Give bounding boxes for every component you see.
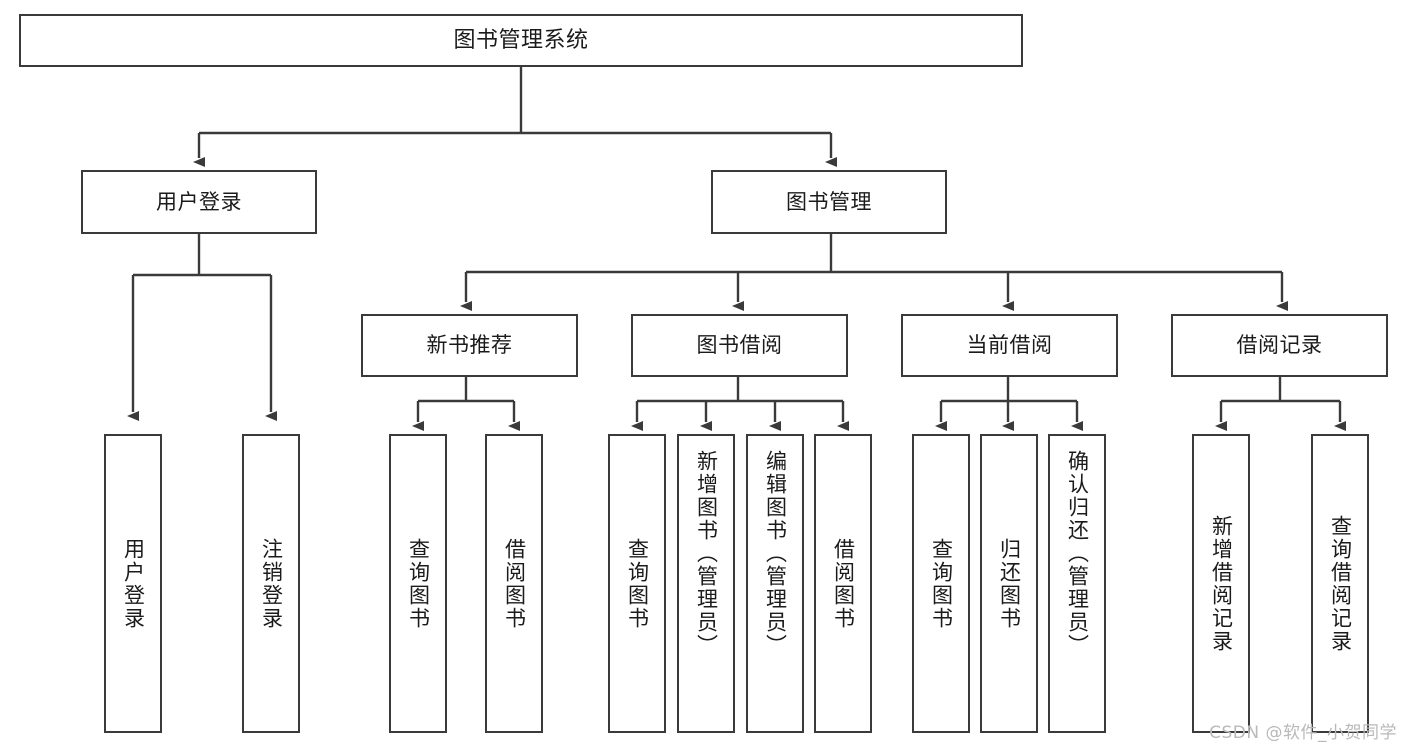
node-label: 新增借阅记录 <box>1209 514 1234 653</box>
leaf-logout[interactable]: 注销登录 <box>242 434 300 733</box>
node-label: 图书管理 <box>786 189 872 214</box>
leaf-current-return-book[interactable]: 归还图书 <box>980 434 1038 733</box>
leaf-current-query-book[interactable]: 查询图书 <box>912 434 970 733</box>
leaf-recommend-query-book[interactable]: 查询图书 <box>389 434 447 733</box>
leaf-borrow-add-book[interactable]: 新增图书（管理员） <box>677 434 735 733</box>
leaf-user-login[interactable]: 用户登录 <box>104 434 162 733</box>
node-new-book-recommend[interactable]: 新书推荐 <box>361 314 578 377</box>
node-label: 查询图书 <box>929 537 954 630</box>
node-label: 新增图书（管理员） <box>694 450 719 657</box>
leaf-borrow-query-book[interactable]: 查询图书 <box>608 434 666 733</box>
leaf-record-query[interactable]: 查询借阅记录 <box>1311 434 1369 733</box>
node-label: 当前借阅 <box>966 333 1053 358</box>
watermark: CSDN @软件_小贺同学 <box>1209 723 1397 743</box>
node-label: 归还图书 <box>997 537 1022 630</box>
node-label: 注销登录 <box>259 537 284 630</box>
node-label: 图书管理系统 <box>453 27 589 53</box>
node-label: 借阅记录 <box>1236 333 1323 358</box>
leaf-borrow-borrow-book[interactable]: 借阅图书 <box>814 434 872 733</box>
node-label: 图书借阅 <box>696 333 783 358</box>
node-label: 编辑图书（管理员） <box>763 450 788 657</box>
node-user-login[interactable]: 用户登录 <box>81 170 317 234</box>
node-book-manage[interactable]: 图书管理 <box>711 170 947 234</box>
node-root-system[interactable]: 图书管理系统 <box>19 14 1023 67</box>
node-label: 借阅图书 <box>831 537 856 630</box>
node-label: 借阅图书 <box>502 537 527 630</box>
node-label: 查询借阅记录 <box>1328 514 1353 653</box>
node-borrow-record[interactable]: 借阅记录 <box>1171 314 1388 377</box>
node-current-borrow[interactable]: 当前借阅 <box>901 314 1118 377</box>
leaf-record-add[interactable]: 新增借阅记录 <box>1192 434 1250 733</box>
node-label: 查询图书 <box>625 537 650 630</box>
leaf-current-confirm-return[interactable]: 确认归还（管理员） <box>1048 434 1106 733</box>
node-label: 新书推荐 <box>426 333 513 358</box>
node-label: 确认归还（管理员） <box>1065 450 1090 657</box>
node-label: 查询图书 <box>406 537 431 630</box>
node-label: 用户登录 <box>121 537 146 630</box>
leaf-borrow-edit-book[interactable]: 编辑图书（管理员） <box>746 434 804 733</box>
node-book-borrow[interactable]: 图书借阅 <box>631 314 848 377</box>
node-label: 用户登录 <box>156 189 242 214</box>
leaf-recommend-borrow-book[interactable]: 借阅图书 <box>485 434 543 733</box>
